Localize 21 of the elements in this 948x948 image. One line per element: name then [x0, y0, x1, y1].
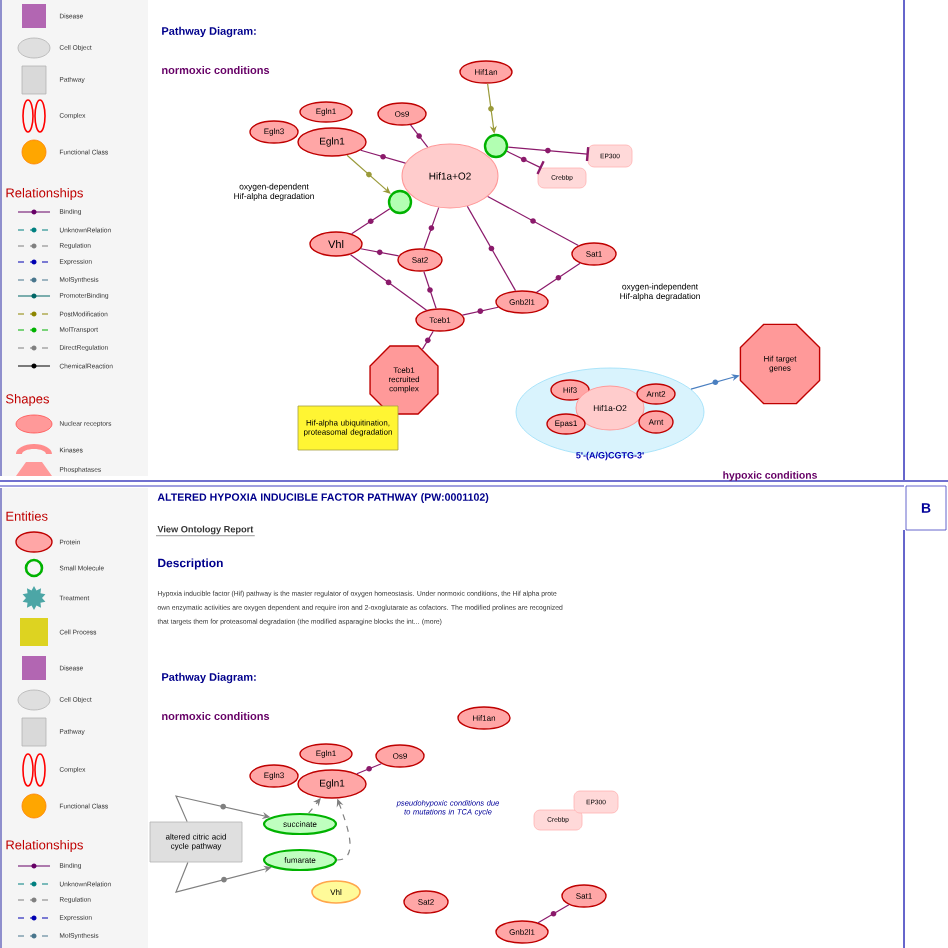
connector-line — [349, 254, 428, 311]
connector-line — [537, 904, 570, 924]
small-molecule-circle — [483, 133, 509, 159]
connector-line — [421, 330, 434, 350]
connector-line — [351, 208, 391, 235]
arrow — [175, 861, 272, 893]
connector-line — [356, 763, 382, 775]
connector-line — [360, 149, 407, 164]
arrow — [346, 154, 391, 194]
arrow — [506, 150, 545, 175]
connector-line — [423, 207, 440, 250]
connector-line — [487, 195, 579, 247]
connector-line — [423, 270, 437, 310]
connector-line — [409, 124, 429, 148]
small-molecule-circle — [387, 189, 413, 215]
arrow — [507, 146, 590, 162]
connector-line — [536, 262, 581, 293]
arrow — [487, 83, 497, 134]
connector-line — [360, 248, 400, 257]
connector-line — [461, 306, 499, 316]
connector-line — [466, 205, 517, 292]
